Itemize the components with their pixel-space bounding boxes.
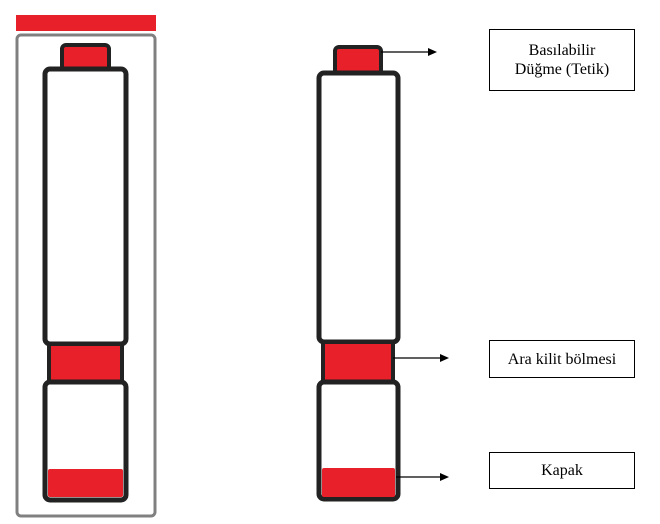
cap [322,468,395,497]
interlock-section-left [47,342,124,384]
cap-label: Kapak [541,462,583,479]
pointer-arrows [381,48,449,481]
cap-arrow-head [440,473,449,481]
interlock-section [321,340,395,384]
trigger-button-left [60,43,111,72]
trigger-label-box: Basılabilir Düğme (Tetik) [489,29,635,91]
package-frame [15,33,157,518]
interlock-arrow-head [440,354,449,362]
trigger-label-line1: Basılabilir [528,42,596,59]
interlock-label: Ara kilit bölmesi [507,350,617,368]
package-top-strip [16,15,156,31]
packaged-pen [15,15,157,518]
pen-body [316,70,401,345]
interlock-label-box: Ara kilit bölmesi [489,340,635,378]
pen-body-left [42,66,129,347]
trigger-button [333,45,383,76]
labeled-pen [316,45,401,502]
cap-left [48,469,123,497]
trigger-arrow-head [428,48,437,56]
cap-label-box: Kapak [489,452,635,489]
trigger-label-line2: Düğme (Tetik) [514,61,610,78]
